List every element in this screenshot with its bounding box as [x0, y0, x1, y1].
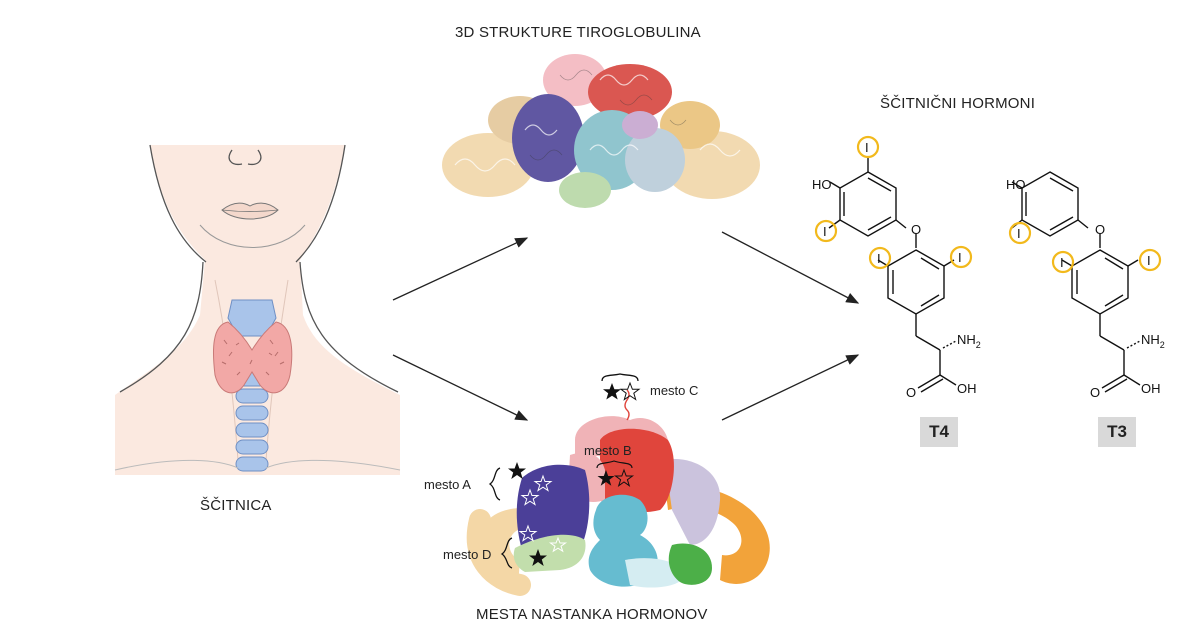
- t3-iodine-2: I: [1060, 255, 1064, 270]
- t4-structure: [828, 158, 957, 393]
- t3-iodine-rings: [1008, 221, 1162, 274]
- thyroid-gland: [212, 321, 293, 394]
- hormones-title: ŠČITNIČNI HORMONI: [880, 95, 1036, 112]
- t4-iodine-rings: [814, 135, 973, 270]
- thyroglobulin-3d-structure: [442, 54, 760, 208]
- t4-iodine-3: I: [877, 251, 881, 266]
- t3-carbonyl-o: O: [1090, 385, 1100, 400]
- t3-amine: NH2: [1141, 332, 1165, 350]
- thyroid-label: ŠČITNICA: [200, 497, 272, 514]
- t3-structure: [1011, 171, 1141, 393]
- t4-ho-label: HO: [812, 177, 832, 192]
- arrow-sites-to-hormones: [721, 354, 860, 421]
- site-c-label: mesto C: [650, 383, 698, 398]
- t4-amine: NH2: [957, 332, 981, 350]
- neck-illustration: [114, 144, 401, 475]
- hormone-sites-diagram: [466, 373, 770, 596]
- site-d-label: mesto D: [443, 547, 491, 562]
- t4-iodine-4: I: [958, 250, 962, 265]
- sites-title: MESTA NASTANKA HORMONOV: [476, 606, 708, 623]
- t3-ho-label: HO: [1006, 177, 1026, 192]
- t3-hydroxyl: OH: [1141, 381, 1161, 396]
- t3-label-box: T3: [1098, 417, 1136, 447]
- t4-labels: HO I I I I O NH2 O OH: [812, 140, 981, 400]
- structure-title: 3D STRUKTURE TIROGLOBULINA: [455, 24, 701, 41]
- arrow-to-structure: [392, 237, 529, 301]
- arrow-to-sites: [392, 354, 529, 421]
- t3-labels: HO I I I O NH2 O OH: [1006, 177, 1165, 400]
- t4-carbonyl-o: O: [906, 385, 916, 400]
- site-a-label: mesto A: [424, 477, 471, 492]
- t4-ether-o: O: [911, 222, 921, 237]
- t4-hydroxyl: OH: [957, 381, 977, 396]
- t3-iodine-1: I: [1017, 226, 1021, 241]
- t4-iodine-2: I: [823, 224, 827, 239]
- t3-ether-o: O: [1095, 222, 1105, 237]
- site-b-label: mesto B: [584, 443, 632, 458]
- t3-iodine-3: I: [1147, 253, 1151, 268]
- arrow-structure-to-hormones: [721, 231, 860, 304]
- t4-label-box: T4: [920, 417, 958, 447]
- t4-iodine-1: I: [865, 140, 869, 155]
